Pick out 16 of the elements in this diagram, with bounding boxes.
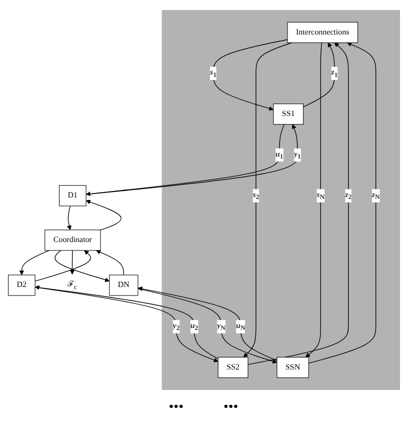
arrow: [304, 42, 322, 358]
arrow: [18, 250, 49, 276]
arrow: [302, 42, 334, 108]
cluster: [161, 10, 400, 390]
arrow: [85, 200, 121, 230]
arrow: [308, 42, 376, 364]
arrow: [247, 42, 348, 365]
ellipsis-dots: •••: [168, 400, 184, 416]
arrow: [95, 250, 124, 276]
arrow: [54, 250, 110, 282]
arrow: [212, 39, 288, 111]
ellipsis-dots: •••: [224, 400, 238, 416]
arrow: [34, 250, 90, 282]
arrow: [69, 250, 74, 275]
arrow: [66, 206, 71, 230]
arrow: [242, 42, 292, 358]
